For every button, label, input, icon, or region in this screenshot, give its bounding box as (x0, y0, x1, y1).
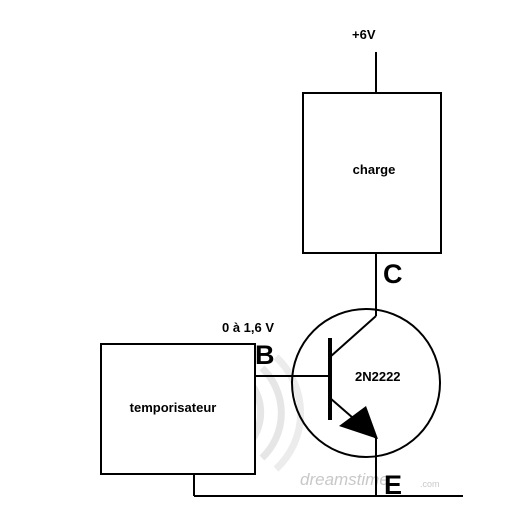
watermark-suffix: .com (420, 479, 440, 489)
timer-label: temporisateur (130, 400, 217, 415)
emitter-arrow-icon (339, 406, 378, 439)
collector-label: C (383, 259, 403, 289)
emitter-label: E (384, 470, 402, 500)
timer-box (100, 343, 256, 475)
load-label: charge (353, 162, 396, 177)
load-box (302, 92, 442, 254)
transistor-body (291, 308, 441, 458)
watermark-text: dreamstime (300, 470, 389, 489)
supply-label: +6V (352, 27, 376, 42)
transistor-part-label: 2N2222 (355, 369, 401, 384)
base-label: B (255, 340, 275, 370)
base-voltage-label: 0 à 1,6 V (222, 320, 274, 335)
watermark-arc-icon (273, 354, 305, 472)
transistor-collector-lead (329, 315, 377, 358)
watermark-arc-icon (259, 365, 285, 461)
